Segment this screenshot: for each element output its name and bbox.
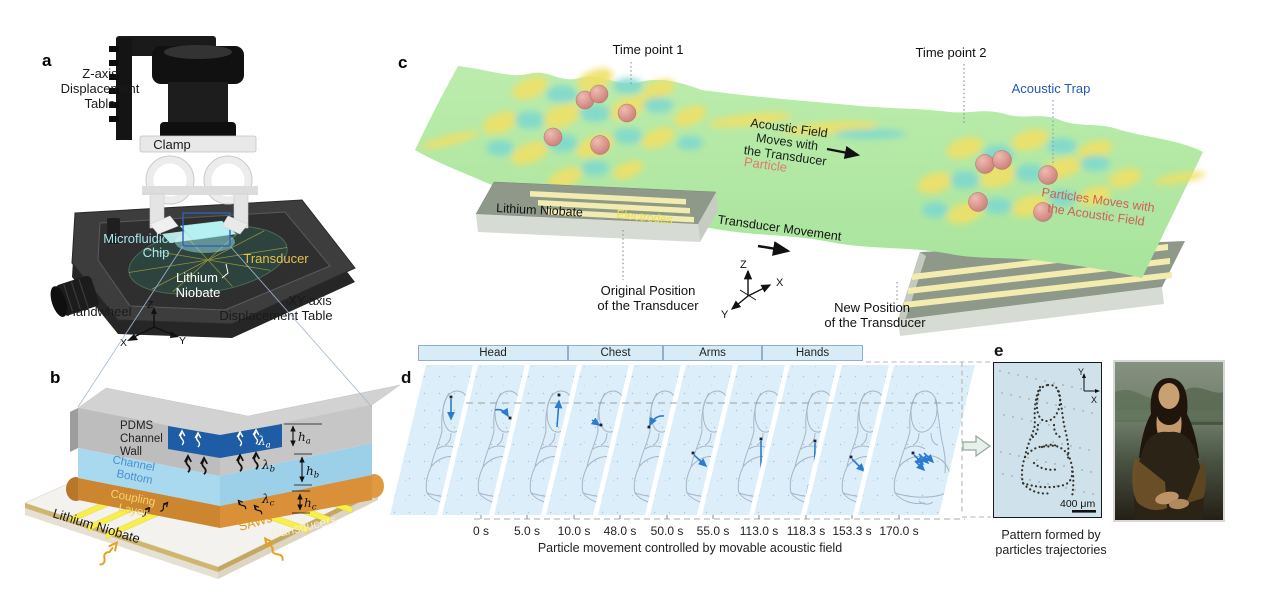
axes-e: Y X: [1078, 367, 1100, 405]
label-original-position: Original Position of the Transducer: [597, 283, 699, 313]
height-markers: [284, 423, 322, 514]
label-clamp: Clamp: [153, 137, 191, 152]
z-axis-column: [109, 36, 258, 235]
label-handwheel: Handwheel: [66, 304, 131, 319]
label-pdms-2: Channel: [120, 433, 163, 445]
axis-a-x: X: [120, 337, 127, 349]
svg-text:New Position: New Position: [834, 300, 910, 315]
label-layer: Layer: [117, 502, 148, 519]
label-chip: Chip: [143, 245, 170, 260]
time-label: 170.0 s: [879, 524, 919, 538]
lambda-a-label: λa: [257, 434, 271, 451]
svg-text:of the Transducer: of the Transducer: [597, 298, 699, 313]
transition-arrow-icon: [962, 434, 992, 458]
label-electrodes: Electrodes: [616, 207, 674, 227]
wave-cluster-left: [420, 68, 906, 189]
time-label: 5.0 s: [513, 524, 541, 538]
axis-a-y: Y: [179, 335, 186, 347]
label-time-point-2: Time point 2: [915, 45, 986, 60]
axis-e-x: X: [1091, 395, 1097, 405]
scale-bar-label: 400 μm: [1060, 498, 1095, 510]
acoustic-field-surface: [415, 66, 1206, 278]
time-label: 118.3 s: [786, 524, 826, 538]
panel-a-letter: a: [42, 51, 52, 70]
lambda-b-label: λb: [261, 458, 275, 475]
panel-e-caption: Pattern formed by particles trajectories: [995, 528, 1107, 557]
label-zaxis-line2: Displacement: [61, 81, 140, 96]
panel-c-letter: c: [398, 53, 407, 72]
axis-c-x: X: [776, 277, 784, 289]
label-lithium-c: Lithium Niobate: [496, 201, 584, 220]
time-label: 55.0 s: [696, 524, 730, 538]
time-label: 0 s: [472, 524, 490, 538]
height-b-label: hb: [306, 464, 319, 481]
particle-pattern-micrograph: Y X 400 μm: [993, 362, 1102, 518]
panel-c-acoustic-field: c: [398, 42, 1206, 336]
label-xy-line1: XY-axis: [288, 293, 332, 308]
panel-b-chip-layers: b: [24, 368, 400, 579]
panel-d-letter: d: [401, 368, 412, 387]
axis-c-y: Y: [721, 309, 729, 321]
height-a-label: ha: [298, 430, 311, 447]
panel-a-apparatus: a: [42, 36, 356, 349]
scale-bar: [1072, 510, 1096, 513]
field-moves-arrow-icon: [826, 146, 861, 159]
svg-text:of the Transducer: of the Transducer: [824, 315, 926, 330]
transducer-movement-arrow-icon: [757, 241, 791, 256]
label-transducer-a: Transducer: [243, 251, 309, 266]
time-label: 113.0 s: [739, 524, 779, 538]
axis-e-y: Y: [1078, 367, 1084, 377]
leader-lines: [622, 62, 1054, 301]
label-lithium-a1: Lithium: [176, 270, 218, 285]
label-pdms-3: Wall: [120, 446, 142, 458]
body-part-arms: Arms: [663, 345, 762, 361]
height-c-label: hc: [304, 496, 317, 513]
axis-a-z: Z: [147, 299, 154, 311]
label-xy-line2: Displacement Table: [219, 308, 332, 323]
panel-b-letter: b: [50, 368, 60, 387]
label-new-position: New Position of the Transducer: [824, 300, 926, 330]
svg-text:Original Position: Original Position: [601, 283, 696, 298]
label-microfluidics: Microfluidics: [103, 231, 175, 246]
mona-lisa-painting: [1113, 360, 1225, 522]
clamp-plate: [139, 135, 257, 153]
lambda-c-label: λc: [261, 492, 275, 509]
time-label: 10.0 s: [557, 524, 591, 538]
body-part-head: Head: [418, 345, 568, 361]
axis-c-z: Z: [740, 259, 747, 271]
panel-d-caption: Particle movement controlled by movable …: [537, 541, 843, 555]
clamp-ring-left: [146, 156, 194, 204]
time-label: 153.3 s: [832, 524, 872, 538]
time-label: 50.0 s: [650, 524, 684, 538]
label-particle: Particle: [743, 154, 788, 175]
clamp-ring-right: [204, 156, 252, 204]
particles: [543, 84, 1058, 222]
transducer-slab-original: Lithium Niobate Electrodes: [475, 181, 718, 242]
axes-c: Z X Y: [721, 259, 784, 321]
label-lithium-a2: Niobate: [176, 285, 221, 300]
label-acoustic-trap: Acoustic Trap: [1012, 81, 1091, 96]
label-zaxis-line1: Z-axis: [82, 66, 118, 81]
label-time-point-1: Time point 1: [612, 42, 683, 57]
panel-e-letter: e: [994, 341, 1004, 360]
body-part-hands: Hands: [762, 345, 863, 361]
saw-arrow-left: [95, 539, 121, 569]
time-label: 48.0 s: [603, 524, 637, 538]
label-zaxis-line3: Table: [84, 96, 115, 111]
body-part-chest: Chest: [568, 345, 663, 361]
wave-cluster-right: [917, 129, 1206, 224]
channel-bottom-layer: [78, 443, 372, 506]
label-pdms-1: PDMS: [120, 420, 154, 432]
channel-water-crosssection: [168, 424, 282, 458]
